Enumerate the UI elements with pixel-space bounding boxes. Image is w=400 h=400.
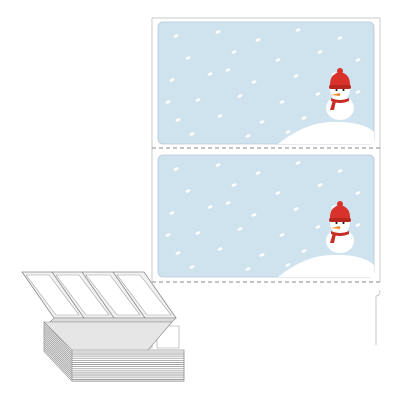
snowflake (301, 249, 307, 253)
sheet-edges (151, 18, 381, 282)
snowflake (275, 58, 281, 62)
snowman-eye (342, 88, 345, 92)
snowflake (259, 120, 265, 124)
snowflake (315, 225, 321, 229)
snowflake (317, 50, 323, 54)
snowflake (293, 74, 299, 78)
sheet-continuation (375, 289, 381, 297)
snowflake (195, 231, 201, 235)
snowman-nose (331, 226, 340, 229)
snowflake (173, 167, 179, 171)
snowflake (215, 30, 221, 34)
snowflake (275, 191, 281, 195)
snow-ground (278, 254, 374, 277)
snowflakes (165, 161, 361, 271)
snowflake (355, 58, 361, 62)
snowflake (237, 94, 243, 98)
stack-fold (43, 317, 177, 351)
snowflakes (165, 28, 361, 138)
label-top (157, 21, 375, 145)
snowflake (185, 56, 191, 60)
snowflake (217, 247, 223, 251)
snowflake (207, 72, 213, 76)
snowflake (215, 163, 221, 167)
snowflake (259, 253, 265, 257)
snowflake (279, 100, 285, 104)
snowman-hat-band (329, 85, 351, 89)
snowflake (245, 134, 251, 138)
snowman-eye (335, 88, 338, 92)
snowman-eye (342, 221, 345, 225)
snowflake (185, 189, 191, 193)
snowflake (251, 80, 257, 84)
snowflake (169, 211, 175, 215)
snowman-icon (326, 201, 354, 253)
snowflake (279, 233, 285, 237)
snowflake (255, 38, 261, 42)
snowflake (337, 169, 343, 173)
snowflake (337, 36, 343, 40)
stack-top-sheet (21, 271, 177, 319)
snowflake (165, 100, 171, 104)
snowflake (355, 223, 361, 227)
snowflake (295, 28, 301, 32)
snowflake (301, 116, 307, 120)
snowflake (189, 265, 195, 269)
snowman-nose (331, 93, 340, 96)
snowflake (225, 68, 231, 72)
snowman-hat-band (329, 218, 351, 222)
snowflake (231, 50, 237, 54)
snowflake (245, 267, 251, 271)
snowflake (295, 161, 301, 165)
snowflake (175, 251, 181, 255)
snowman-hat (329, 72, 351, 87)
snowflake (195, 98, 201, 102)
snowman-hat-pom (337, 201, 343, 207)
snowflake (189, 132, 195, 136)
snowman-hat-pom (337, 68, 343, 74)
snowflake (169, 78, 175, 82)
snowflake (175, 118, 181, 122)
snowman-eye (335, 221, 338, 225)
snowflake (285, 263, 291, 267)
snowflake (285, 130, 291, 134)
snowflake (251, 213, 257, 217)
snowman-scarf-tail (330, 233, 336, 243)
snowflake (255, 171, 261, 175)
snowflake (317, 183, 323, 187)
snowflake (225, 201, 231, 205)
snowflake (355, 90, 361, 94)
snowman-hat (329, 205, 351, 220)
label-bottom (157, 154, 375, 278)
snowflake (207, 205, 213, 209)
snowflake (237, 227, 243, 231)
snowflake (355, 191, 361, 195)
snow-ground (278, 121, 374, 144)
snowflake (165, 233, 171, 237)
snowflake (173, 34, 179, 38)
label-sheet (151, 17, 381, 345)
snowman-icon (326, 68, 354, 120)
snowflake (293, 207, 299, 211)
snowman-scarf-tail (330, 100, 336, 110)
snowflake (315, 92, 321, 96)
snowflake (231, 183, 237, 187)
snowflake (217, 114, 223, 118)
fanfold-label-stack-icon (21, 271, 185, 382)
